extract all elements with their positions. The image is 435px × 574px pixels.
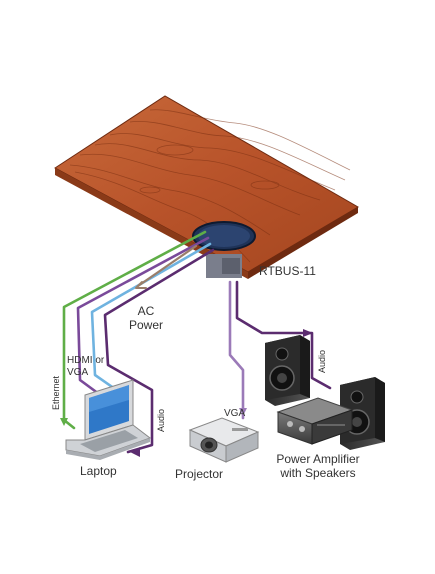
projector-icon bbox=[188, 417, 260, 463]
ac-label-line1: AC bbox=[137, 304, 155, 318]
audio-laptop-cable bbox=[103, 248, 215, 454]
laptop-icon bbox=[65, 379, 152, 460]
wood-grain bbox=[69, 109, 351, 263]
amplifier-icon bbox=[276, 397, 354, 445]
projector-label: Projector bbox=[175, 467, 224, 481]
vga-projector-label: VGA bbox=[224, 408, 246, 419]
amplifier-label: Power Amplifier with Speakers bbox=[272, 452, 364, 480]
laptop-label: Laptop bbox=[80, 464, 117, 478]
hdmi-label-line1: HDMI or bbox=[67, 355, 105, 366]
hdmi-label-line2: VGA bbox=[67, 367, 89, 378]
device-label: RTBUS-11 bbox=[259, 264, 316, 278]
ac-power-label: AC Power bbox=[126, 304, 166, 332]
table-top bbox=[54, 95, 359, 279]
ac-label-line2: Power bbox=[128, 318, 163, 332]
amp-label-line1: Power Amplifier bbox=[276, 452, 360, 466]
amp-label-line2: with Speakers bbox=[280, 466, 356, 480]
ac-power-cable bbox=[136, 244, 198, 288]
ethernet-cable bbox=[62, 230, 207, 430]
audio-amp-label: Audio bbox=[317, 349, 327, 373]
rtbus-device bbox=[192, 221, 256, 278]
audio-laptop-label: Audio bbox=[156, 408, 166, 432]
ethernet-label: Ethernet bbox=[51, 375, 61, 410]
left-speaker-icon bbox=[265, 335, 310, 406]
audio-amp-cable bbox=[235, 280, 332, 390]
vga-projector-cable bbox=[228, 280, 245, 420]
hdmi-vga-label: HDMI or VGA bbox=[67, 355, 104, 379]
